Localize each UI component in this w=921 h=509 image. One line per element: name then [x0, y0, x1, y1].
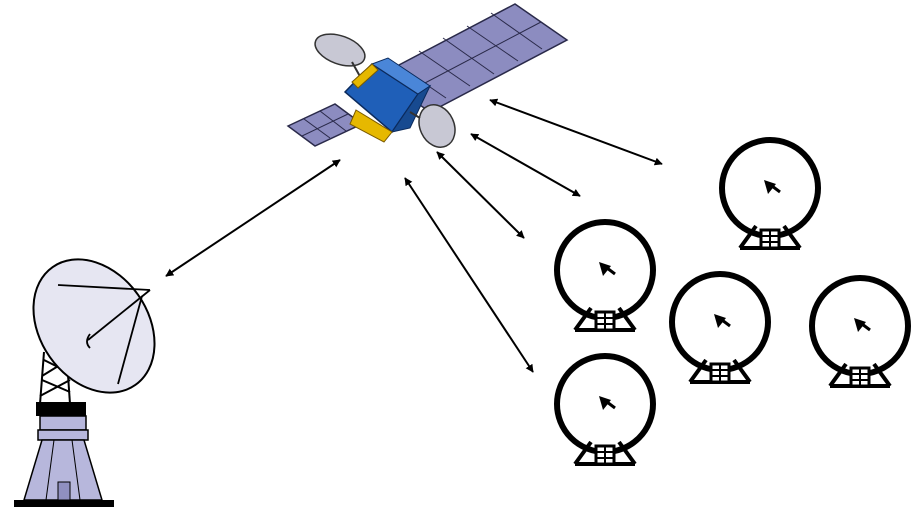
link-arrow-terminal-1 [489, 98, 663, 166]
satellite-dish-icon [812, 278, 908, 386]
satellite-dish-icon [557, 222, 653, 330]
satellite-icon [286, 3, 569, 148]
satellite-dish-icon [722, 140, 818, 248]
satellite-dish-icon [672, 274, 768, 382]
link-arrow-terminal-2 [470, 133, 581, 197]
link-arrow-terminal-4 [404, 177, 534, 373]
link-arrows [165, 98, 663, 373]
link-arrow-ground-station [165, 159, 341, 277]
satellite-dish-icon [557, 356, 653, 464]
ground-station-dish-icon [14, 258, 156, 507]
link-arrow-terminal-3 [436, 151, 525, 239]
